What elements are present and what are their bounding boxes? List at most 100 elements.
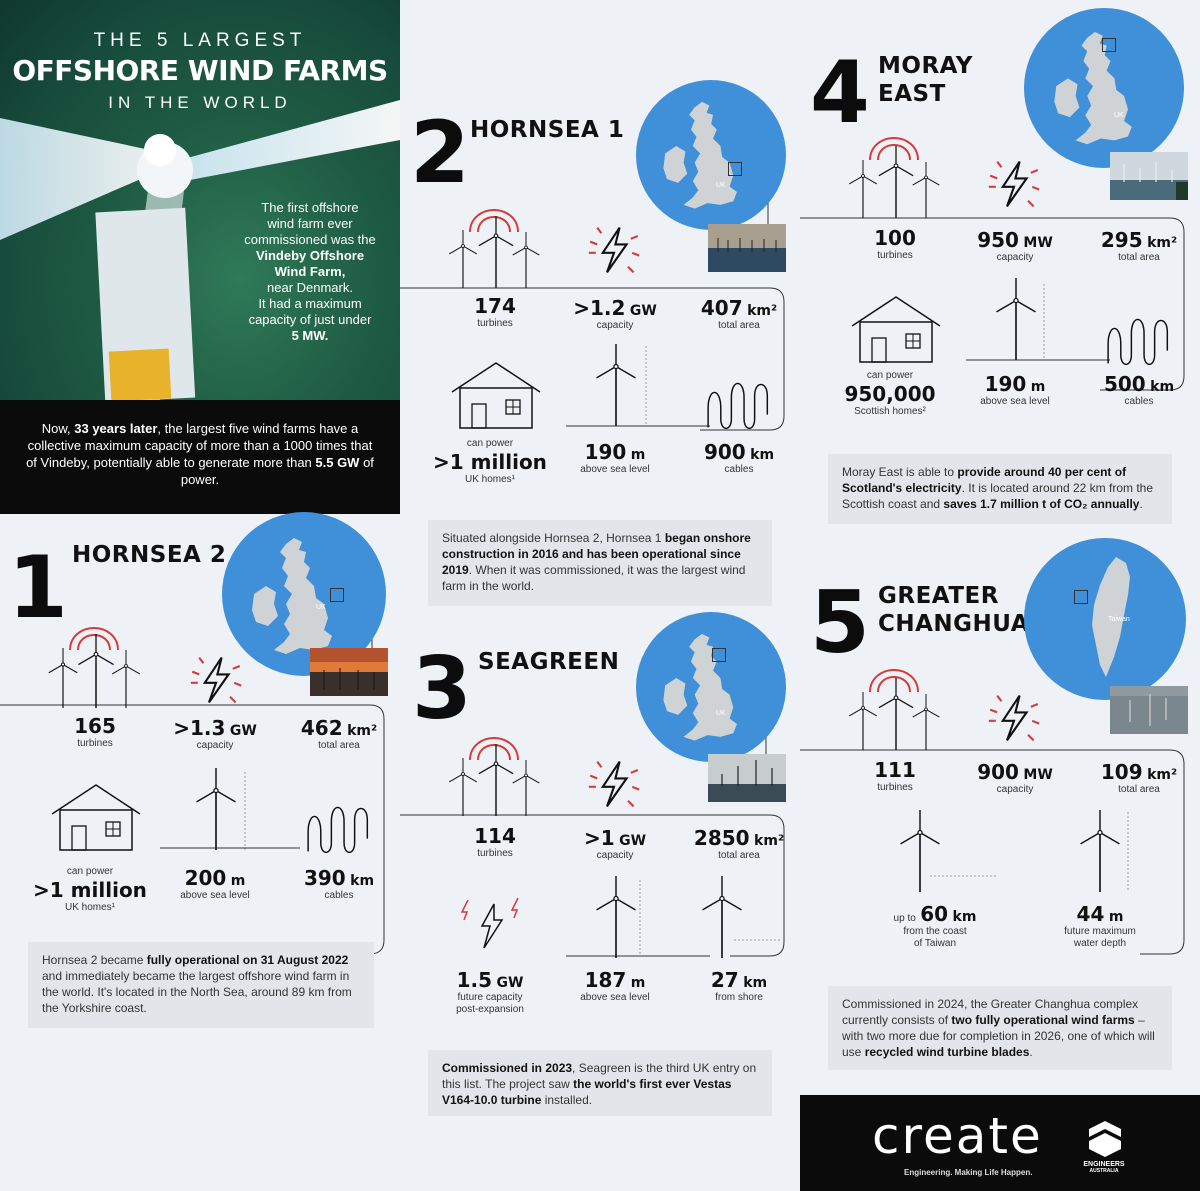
location-marker [1074,590,1088,604]
column-1: THE 5 LARGEST OFFSHORE WIND FARMS IN THE… [0,0,400,1191]
wind-turbine-icon [1079,810,1121,892]
homes-stat: can power 950,000 Scottish homes² [844,370,936,417]
rank-number: 1 [8,538,68,638]
create-logo: create [872,1107,1043,1165]
house-icon [851,296,941,363]
farm-photo [310,648,388,696]
lightning-bolts-icon [460,897,519,949]
wind-turbine-icon [48,648,78,708]
homes-stat: can power >1 million UK homes¹ [33,866,147,913]
turbine-photo [0,100,400,400]
capacity-stat: >1.3 GW capacity [173,716,257,751]
wind-turbine-icon [912,162,940,218]
globe-country: UK [716,182,726,189]
wind-turbine-icon [899,810,941,892]
farm-photo [708,224,786,272]
wind-turbine-icon [111,650,141,708]
globe-map: UK [636,80,786,230]
wind-turbine-icon [995,278,1037,360]
area-stat: 295 km² total area [1100,228,1178,263]
farm-photo [1110,152,1188,200]
capacity-stat: 900 MW capacity [977,760,1053,795]
area-stat: 2850 km² total area [693,826,785,861]
capacity-stat: >1.2 GW capacity [573,296,657,331]
coast-distance-stat: up to 60 km from the coast of Taiwan [893,902,977,949]
lightning-bolt-icon [189,656,243,704]
rank-number: 4 [810,43,870,143]
info-box: Situated alongside Hornsea 2, Hornsea 1 … [428,520,772,606]
house-icon [451,362,541,429]
lightning-bolt-icon [987,160,1041,208]
hero-sub-title: IN THE WORLD [108,93,292,112]
height-stat: 190 m above sea level [580,440,650,475]
shore-distance-stat: 27 km from shore [710,968,768,1003]
cables-stat: 900 km cables [703,440,775,475]
height-stat: 190 m above sea level [980,372,1050,407]
location-marker [330,588,344,602]
farm-photo [708,754,786,802]
logo-tagline: Engineering. Making Life Happen. [904,1168,1033,1177]
wind-turbine-icon [448,758,478,816]
house-icon [51,784,141,851]
farm-title: GREATER CHANGHUA [878,583,1030,637]
cable-coil-icon [707,382,769,430]
height-stat: 200 m above sea level [180,866,250,901]
hero-panel: THE 5 LARGEST OFFSHORE WIND FARMS IN THE… [0,0,400,400]
create-logo-panel: create Engineering. Making Life Happen. … [800,1095,1200,1191]
turbines-stat: 174 turbines [474,294,516,329]
farm-title: MORAY EAST [878,53,973,107]
turbines-stat: 114 turbines [474,824,516,859]
cables-stat: 390 km cables [303,866,375,901]
info-box: Commissioned in 2024, the Greater Changh… [828,986,1172,1070]
wind-turbine-icon [848,692,878,750]
info-box: Moray East is able to provide around 40 … [828,454,1172,524]
info-box: Hornsea 2 became fully operational on 31… [28,942,374,1028]
cables-stat: 500 km cables [1103,372,1175,407]
globe-map: UK [1024,8,1184,168]
farm-title: HORNSEA 1 [470,117,625,143]
lightning-bolt-icon [987,694,1041,742]
column-2: 2 HORNSEA 1 UK 174 turbines >1.2 GW capa… [400,0,800,1191]
turbines-stat: 165 turbines [74,714,116,749]
future-capacity-stat: 1.5 GW future capacity post-expansion [456,968,524,1015]
farm-title: HORNSEA 2 [72,542,227,568]
area-stat: 462 km² total area [300,716,378,751]
area-stat: 407 km² total area [700,296,778,331]
wind-turbine-icon [512,760,540,816]
capacity-stat: 950 MW capacity [977,228,1053,263]
rank-number: 5 [810,573,870,673]
cable-coil-icon [1107,318,1169,366]
info-box: Commissioned in 2023, Seagreen is the th… [428,1050,772,1116]
engineers-australia-label: ENGINEERS AUSTRALIA [1083,1161,1125,1174]
globe-map: UK [636,612,786,762]
wind-turbine-icon [848,160,878,218]
globe-country: UK [1114,112,1124,119]
globe-country: Taiwan [1108,616,1130,623]
rank-number: 3 [412,639,472,739]
wind-turbine-icon [448,230,478,288]
farm-photo [1110,686,1188,734]
hero-sup-title: THE 5 LARGEST [93,30,307,51]
water-depth-stat: 44 m future maximum water depth [1064,902,1136,949]
area-stat: 109 km² total area [1100,760,1178,795]
capacity-stat: >1 GW capacity [583,826,647,861]
location-marker [728,162,742,176]
wind-turbine-icon [195,768,237,850]
globe-map: Taiwan [1024,538,1186,700]
location-marker [712,648,726,662]
farm-title: SEAGREEN [478,649,620,675]
height-stat: 187 m above sea level [580,968,650,1003]
rank-number: 2 [410,103,470,203]
wind-turbine-icon [512,232,540,288]
hero-note: The first offshore wind farm ever commis… [244,200,376,343]
column-3: 4 MORAY EAST UK 100 turbines 950 MW capa… [800,0,1200,1191]
lightning-bolt-icon [587,226,641,274]
turbines-stat: 100 turbines [874,226,916,261]
wind-turbine-icon [701,876,743,958]
location-marker [1102,38,1116,52]
wind-turbine-icon [595,344,637,426]
wind-turbine-icon [912,694,940,750]
engineers-australia-icon [1089,1121,1121,1157]
turbines-stat: 111 turbines [874,758,916,793]
hero-main-title: OFFSHORE WIND FARMS [12,54,388,87]
